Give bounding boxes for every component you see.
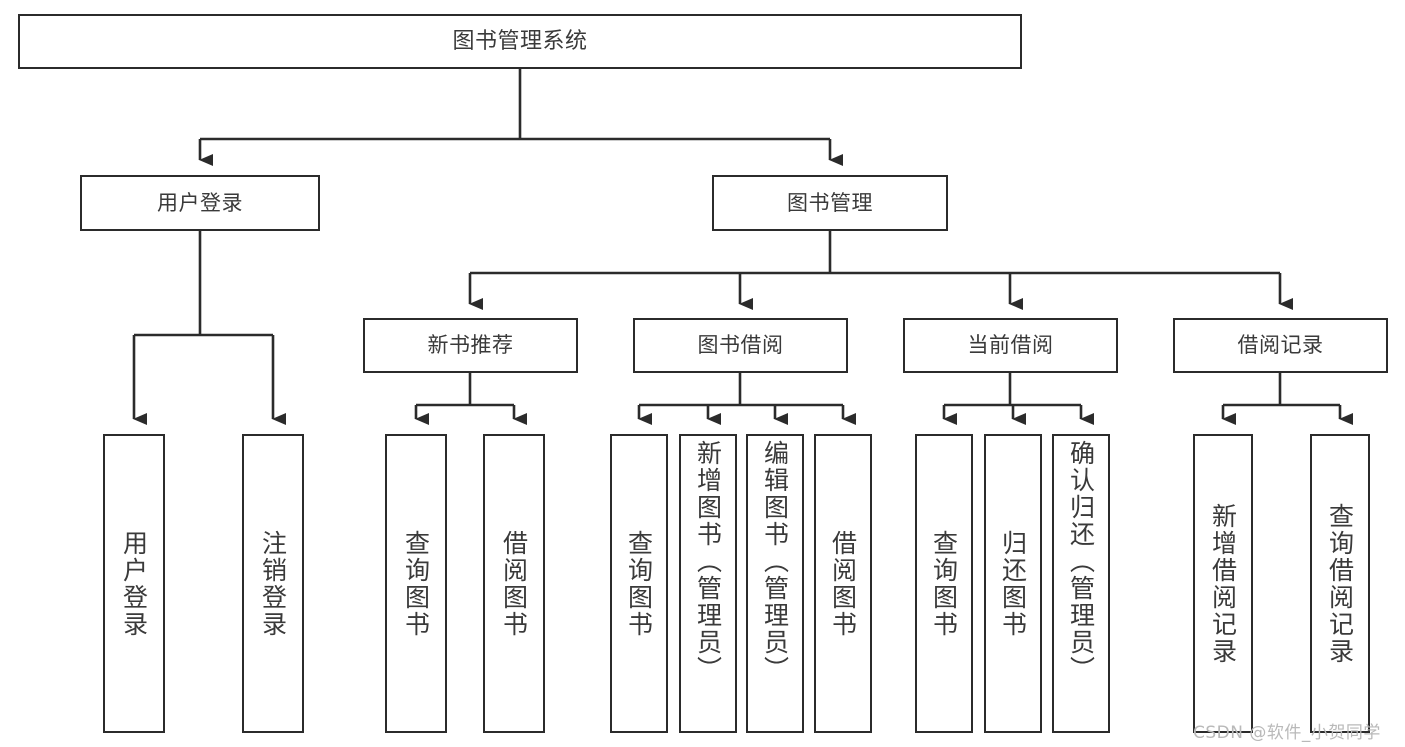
edges-current-to-leaves (942, 373, 1094, 425)
leaf-logout[interactable]: 注销登录 (242, 434, 304, 733)
leaf-user-login[interactable]: 用户登录 (103, 434, 165, 733)
leaf-query-book-current-label: 查询图书 (929, 529, 959, 638)
leaf-confirm-return-admin-label: 确认归还（管理员） (1066, 440, 1096, 683)
leaf-add-borrow-record-label: 新增借阅记录 (1208, 502, 1238, 665)
leaf-borrow-book-newbook-label: 借阅图书 (499, 529, 529, 638)
node-user-login-label: 用户登录 (157, 190, 243, 215)
edges-root-to-level2 (198, 69, 843, 166)
edges-bookmgmt-to-level3 (468, 231, 1293, 310)
node-current-borrow[interactable]: 当前借阅 (903, 318, 1118, 373)
leaf-query-borrow-record-label: 查询借阅记录 (1325, 502, 1355, 665)
leaf-edit-book-admin-label: 编辑图书（管理员） (760, 440, 790, 683)
leaf-logout-label: 注销登录 (258, 529, 288, 638)
edges-userlogin-to-leaves (132, 231, 286, 425)
leaf-query-book-borrow[interactable]: 查询图书 (610, 434, 668, 733)
node-book-borrow-label: 图书借阅 (697, 333, 784, 358)
leaf-user-login-label: 用户登录 (119, 529, 149, 638)
node-new-book-recommend-label: 新书推荐 (427, 333, 514, 358)
node-current-borrow-label: 当前借阅 (967, 333, 1054, 358)
node-book-borrow[interactable]: 图书借阅 (633, 318, 848, 373)
leaf-borrow-book-label: 借阅图书 (828, 529, 858, 638)
leaf-add-book-admin-label: 新增图书（管理员） (693, 440, 723, 683)
node-borrow-records[interactable]: 借阅记录 (1173, 318, 1388, 373)
node-root-label: 图书管理系统 (452, 28, 588, 54)
leaf-query-book-newbook[interactable]: 查询图书 (385, 434, 447, 733)
leaf-query-borrow-record[interactable]: 查询借阅记录 (1310, 434, 1370, 733)
leaf-query-book-borrow-label: 查询图书 (624, 529, 654, 638)
leaf-add-book-admin[interactable]: 新增图书（管理员） (679, 434, 737, 733)
node-root[interactable]: 图书管理系统 (18, 14, 1022, 69)
node-user-login[interactable]: 用户登录 (80, 175, 320, 231)
node-book-management[interactable]: 图书管理 (712, 175, 948, 231)
leaf-return-book-label: 归还图书 (998, 529, 1028, 638)
watermark-text: CSDN @软件_小贺同学 (1193, 723, 1381, 743)
leaf-edit-book-admin[interactable]: 编辑图书（管理员） (746, 434, 804, 733)
node-book-management-label: 图书管理 (787, 190, 873, 215)
node-borrow-records-label: 借阅记录 (1237, 333, 1324, 358)
edges-borrow-to-leaves (637, 373, 856, 425)
leaf-borrow-book-newbook[interactable]: 借阅图书 (483, 434, 545, 733)
edges-records-to-leaves (1221, 373, 1353, 425)
leaf-query-book-newbook-label: 查询图书 (401, 529, 431, 638)
leaf-confirm-return-admin[interactable]: 确认归还（管理员） (1052, 434, 1110, 733)
leaf-return-book[interactable]: 归还图书 (984, 434, 1042, 733)
leaf-borrow-book[interactable]: 借阅图书 (814, 434, 872, 733)
edges-newbook-to-leaves (414, 373, 527, 425)
node-new-book-recommend[interactable]: 新书推荐 (363, 318, 578, 373)
leaf-add-borrow-record[interactable]: 新增借阅记录 (1193, 434, 1253, 733)
leaf-query-book-current[interactable]: 查询图书 (915, 434, 973, 733)
